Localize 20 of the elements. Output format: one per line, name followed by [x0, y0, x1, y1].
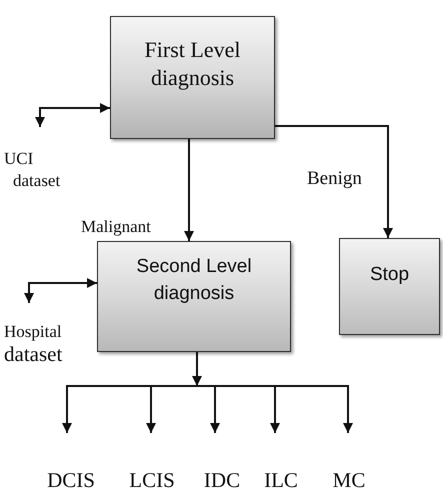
process-box — [339, 238, 440, 335]
node-label: First Level diagnosis — [144, 36, 242, 92]
node-label: UCI dataset — [4, 148, 64, 192]
node-label: Second Level diagnosis — [135, 255, 253, 306]
arrow — [184, 139, 194, 241]
node-label: ILC — [264, 468, 298, 492]
edge-label: Benign — [307, 168, 362, 190]
node-label: LCIS — [129, 468, 175, 492]
node-label: DCIS — [47, 468, 95, 492]
arrow — [275, 125, 393, 238]
node-label: Hospital dataset — [4, 320, 68, 366]
arrow — [24, 278, 97, 303]
node-label: MC — [332, 468, 366, 492]
process-box — [110, 16, 275, 139]
arrow — [35, 103, 110, 127]
node-label: Stop — [370, 263, 410, 287]
arrow — [197, 385, 353, 433]
process-box — [97, 241, 291, 352]
node-label: IDC — [204, 468, 240, 492]
edge-label: Malignant — [81, 217, 151, 237]
